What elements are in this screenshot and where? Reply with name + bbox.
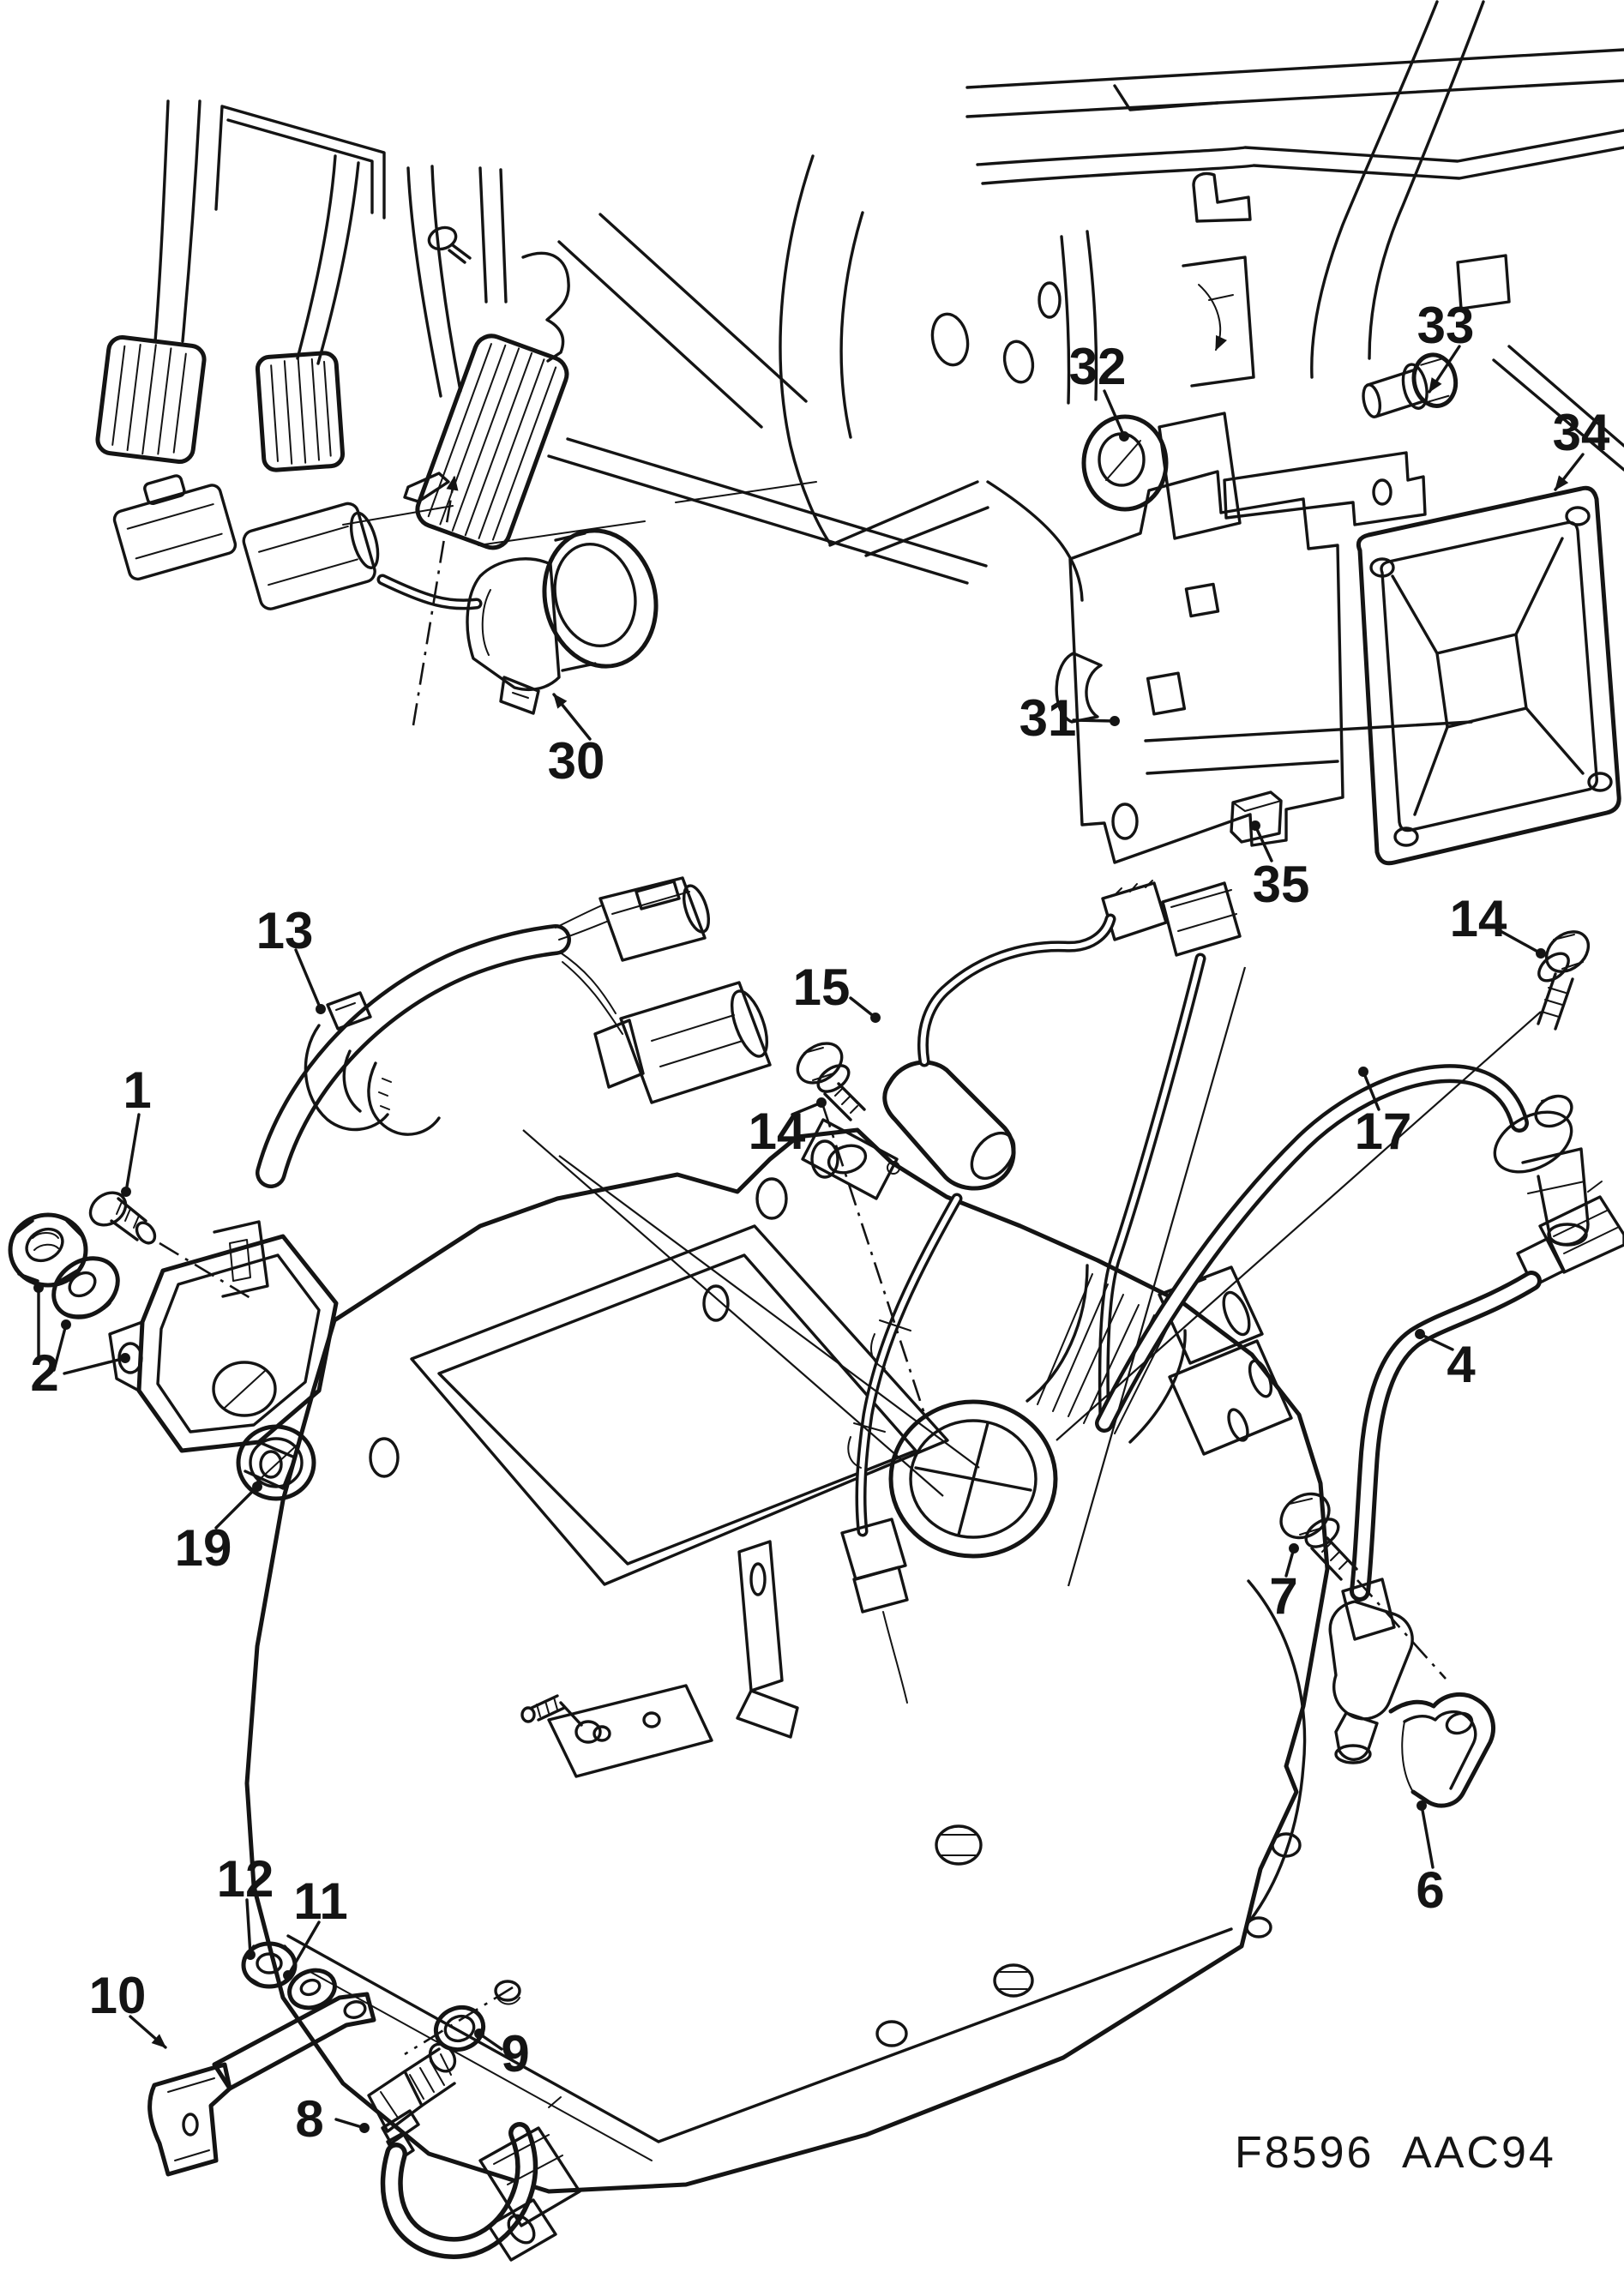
oring-9: [433, 2005, 486, 2053]
kickdown-connector-b: [242, 502, 380, 610]
ecu-bracket-31: [1055, 451, 1473, 864]
bolt-14-top: [1537, 930, 1591, 1031]
callout-label-13: 13: [256, 902, 314, 959]
nut-2: [8, 1212, 88, 1288]
callout-label-33: 33: [1417, 297, 1475, 354]
callout-label-14-sensor: 14: [749, 1103, 806, 1160]
callout-labels: 1 2 19 13 30 31 32 33 34 35 15 14 14 17 …: [30, 297, 1610, 2148]
callout-label-17: 17: [1355, 1103, 1412, 1160]
bracket-bolt-33: [1362, 352, 1459, 418]
gear-switch-body: [108, 1220, 339, 1490]
switch-bracket-10: [147, 1992, 376, 2177]
transmission-case: [244, 1127, 1330, 2194]
gear-position-switch-group: [8, 876, 772, 1501]
reverse-switch-group: [147, 1941, 581, 2262]
callout-leaders: [33, 345, 1585, 2133]
callout-label-10: 10: [89, 1967, 147, 2024]
callout-label-31: 31: [1020, 689, 1077, 747]
callout-label-7: 7: [1269, 1567, 1297, 1625]
pedal-bracket-stud: [427, 225, 472, 264]
kickdown-connector-a: [112, 474, 238, 581]
kickdown-switch-body: [466, 528, 659, 715]
callout-label-35: 35: [1253, 856, 1310, 913]
callout-label-1: 1: [123, 1061, 151, 1119]
accelerator-pedal: [415, 334, 569, 550]
bolt-14-mid: [796, 1042, 866, 1121]
callout-label-14-crank: 14: [1450, 890, 1507, 947]
sensor-cable-4: [1328, 1181, 1624, 1764]
drain-plugs: [494, 1824, 1034, 2047]
case-bracket: [547, 1540, 799, 1778]
callout-label-2: 2: [30, 1344, 58, 1402]
ecu-mounting-group: [1055, 352, 1621, 1425]
cooling-ribs: [1026, 1264, 1187, 1444]
speed-sensor-15: [801, 913, 1116, 1200]
sensor-group-right: [796, 913, 1624, 1808]
harness-clamp-13: [304, 991, 441, 1136]
callout-label-15: 15: [793, 959, 851, 1016]
callout-label-32: 32: [1069, 338, 1127, 395]
clutch-pedal: [95, 335, 207, 464]
figure-code: F8596 AAC94: [1235, 2128, 1556, 2178]
inline-connector: [1101, 880, 1242, 957]
callout-label-6: 6: [1416, 1861, 1444, 1919]
brake-pedal: [255, 351, 346, 472]
oring-19: [236, 1424, 316, 1501]
kickdown-switch-assembly: [112, 472, 659, 726]
screw-1: [88, 1191, 157, 1245]
callout-label-9: 9: [501, 2025, 529, 2083]
pedal-assembly: [95, 99, 988, 585]
crank-sensor-17: [1095, 1064, 1590, 1433]
washer-2: [51, 1256, 120, 1319]
grommet-32: [1081, 412, 1242, 540]
case-plug: [840, 1518, 909, 1704]
reverse-switch-8: [367, 2042, 581, 2262]
case-stud: [520, 1694, 602, 1744]
harness-connector-b: [593, 981, 772, 1104]
clip-35: [1230, 790, 1283, 844]
callout-label-11: 11: [293, 1872, 347, 1930]
converter-window: [888, 1399, 1058, 1559]
firewall-backdrop: [779, 0, 1624, 602]
callout-label-12: 12: [217, 1850, 274, 1908]
control-module-34: [1356, 485, 1621, 866]
harness-connector-a: [598, 876, 711, 962]
callout-label-34: 34: [1553, 404, 1610, 461]
clamp-bolt-7: [1279, 1492, 1358, 1581]
harness-wires: [555, 905, 623, 1035]
callout-label-30: 30: [548, 732, 605, 790]
callout-label-8: 8: [295, 2090, 323, 2148]
callout-label-4: 4: [1447, 1336, 1476, 1393]
case-connector-b: [1168, 1339, 1293, 1456]
callout-label-19: 19: [175, 1519, 232, 1577]
retaining-fork-6: [1388, 1692, 1495, 1808]
bracket-washer-11: [287, 1968, 337, 2011]
pointer-lines: [404, 966, 1542, 2056]
